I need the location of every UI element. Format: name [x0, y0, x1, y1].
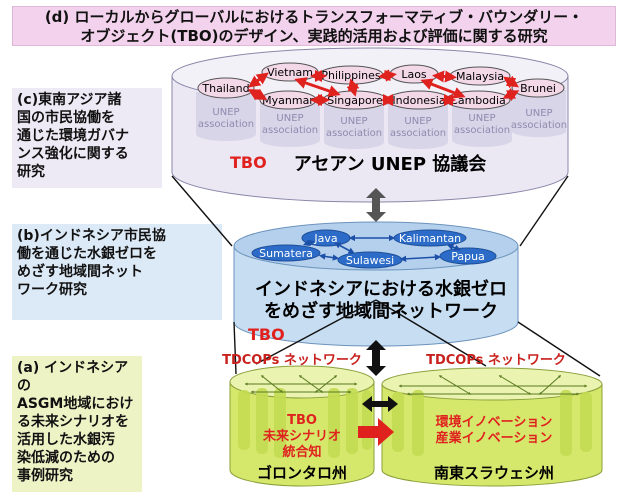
country-label: Indonesia — [392, 94, 445, 107]
island-label: Sumatera — [259, 247, 313, 260]
label-b-line: めざす地域間ネット — [17, 264, 143, 280]
country-links — [247, 69, 520, 106]
island-node-sumatera: Sumatera — [251, 244, 321, 262]
unep-label: UNEP — [404, 116, 431, 127]
industrial-innovation-label: 産業イノベーション — [436, 430, 553, 446]
association-label: association — [511, 120, 567, 131]
country-node-philippines: Philippines — [318, 65, 384, 85]
island-node-papua: Papua — [439, 247, 497, 265]
label-c-line: 通じた環境ガバナ — [17, 128, 129, 144]
label-a-line: る未来シナリオを — [17, 414, 129, 430]
label-a-line: 事例研究 — [17, 468, 73, 484]
bottom-right-cylinder — [381, 367, 603, 487]
bottom-left-cylinder — [229, 365, 375, 487]
environmental-innovation-label: 環境イノベーション — [436, 414, 553, 430]
label-a: (a) インドネシアの ASGM地域におけ る未来シナリオを 活用した水銀汚 染… — [12, 356, 142, 492]
label-c-line: 国の市民協働を — [17, 110, 115, 126]
country-node-indonesia: Indonesia — [387, 90, 451, 110]
country-node-malaysia: Malaysia — [449, 66, 511, 86]
label-b-line: 働を通じた水銀ゼロを — [17, 246, 157, 262]
country-node-vietnam: Vietnam — [261, 62, 319, 82]
country-node-thailand: Thailand — [197, 77, 255, 99]
country-label: Vietnam — [267, 66, 313, 79]
label-c-line: 研究 — [17, 164, 45, 180]
tbo-label-top: TBO — [230, 153, 267, 172]
association-label: association — [326, 128, 382, 139]
title-line-2: オブジェクト(TBO)のデザイン、実践的活用および評価に関する研究 — [80, 27, 548, 45]
title-line-1: (d) ローカルからグローバルにおけるトランスフォーマティブ・バウンダリー・ — [44, 8, 584, 26]
association-label: association — [390, 128, 446, 139]
label-a-line: 染低減のための — [17, 450, 115, 466]
arrow-top-mid — [366, 188, 386, 222]
mid-network-label-line2: をめざす地域間ネットワーク — [264, 300, 498, 322]
southeast-sulawesi-label: 南東スラウェシ州 — [434, 464, 554, 482]
island-label: Sulawesi — [346, 254, 394, 267]
integrated-knowledge-label: 統合知 — [282, 444, 321, 460]
gorontalo-label: ゴロンタロ州 — [257, 464, 347, 482]
island-label: Kalimantan — [399, 232, 461, 245]
label-b-line: ワーク研究 — [17, 282, 87, 298]
country-label: Thailand — [201, 82, 249, 95]
label-b: (b)インドネシア市民協 働を通じた水銀ゼロを めざす地域間ネット ワーク研究 — [12, 224, 222, 320]
connector-lines-mid — [233, 299, 601, 377]
tbo-label-mid: TBO — [248, 325, 285, 344]
label-a-line: ASGM地域におけ — [17, 396, 134, 412]
unep-label: UNEP — [525, 108, 552, 119]
country-label: Laos — [401, 68, 427, 81]
tdcops-network-left: TDCOPs ネットワーク — [222, 353, 362, 368]
label-c: (c)東南アジア諸 国の市民協働を 通じた環境ガバナ ンス強化に関する 研究 — [12, 88, 162, 188]
bottom-tbo-label: TBO — [287, 413, 317, 428]
island-node-kalimantan: Kalimantan — [393, 229, 467, 247]
unep-label: UNEP — [340, 116, 367, 127]
country-node-myanmar: Myanmar — [259, 90, 317, 110]
unep-label: UNEP — [276, 113, 303, 124]
country-label: Philippines — [321, 69, 381, 82]
country-node-laos: Laos — [389, 64, 439, 84]
country-label: Singapore — [327, 94, 383, 107]
country-node-brunei: Brunei — [511, 78, 565, 98]
mid-network-label-line1: インドネシアにおける水銀ゼロ — [255, 278, 507, 300]
asean-unep-council-label: アセアン UNEP 協議会 — [294, 153, 487, 175]
association-label: association — [198, 119, 254, 130]
arrow-bottom-horizontal — [362, 396, 398, 412]
association-label: association — [262, 125, 318, 136]
label-c-line: ンス強化に関する — [17, 146, 129, 162]
label-c-line: (c)東南アジア諸 — [17, 92, 122, 108]
island-links — [302, 234, 461, 263]
island-label: Java — [313, 232, 337, 245]
future-scenario-label: 未来シナリオ — [262, 428, 341, 444]
island-node-sulawesi: Sulawesi — [337, 251, 403, 269]
association-label: association — [454, 125, 510, 136]
unep-label: UNEP — [212, 107, 239, 118]
country-label: Malaysia — [456, 70, 504, 83]
unep-label: UNEP — [468, 113, 495, 124]
tdcops-network-right: TDCOPs ネットワーク — [426, 353, 566, 368]
title-box: (d) ローカルからグローバルにおけるトランスフォーマティブ・バウンダリー・ オ… — [12, 6, 616, 46]
country-label: Myanmar — [262, 94, 314, 107]
connector-lines-top — [171, 175, 569, 247]
island-nodes: Java Kalimantan Sumatera Sulawesi Papua — [251, 229, 497, 269]
arrow-mid-bottom — [366, 340, 386, 376]
label-b-line: (b)インドネシア市民協 — [17, 228, 166, 244]
country-label: Brunei — [520, 82, 556, 95]
island-label: Papua — [451, 250, 485, 263]
label-a-line: (a) インドネシアの — [17, 360, 129, 394]
red-arrow-right — [358, 418, 394, 446]
label-a-line: 活用した水銀汚 — [17, 432, 115, 448]
